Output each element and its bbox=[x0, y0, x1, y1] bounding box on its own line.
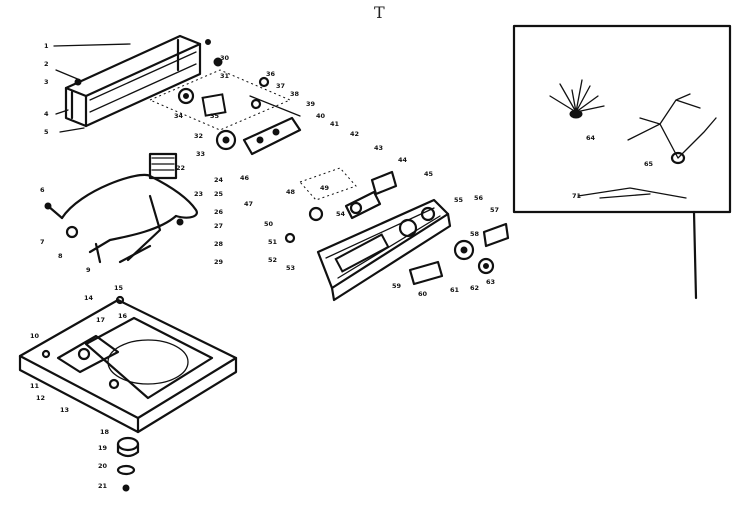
control-console bbox=[299, 167, 452, 302]
timer-switch-group bbox=[148, 57, 302, 156]
part-label: 8 bbox=[58, 252, 63, 260]
part-label: 62 bbox=[470, 284, 479, 292]
part-label: 6 bbox=[40, 186, 45, 194]
part-label: 12 bbox=[36, 394, 45, 402]
part-label: 37 bbox=[276, 82, 285, 90]
part-label: 49 bbox=[320, 184, 330, 192]
part-label: 26 bbox=[214, 208, 224, 216]
part-label: 13 bbox=[60, 406, 69, 414]
part-label: 53 bbox=[286, 264, 295, 272]
part-label: 20 bbox=[98, 462, 108, 470]
part-label: 61 bbox=[450, 286, 460, 294]
part-label: 54 bbox=[336, 210, 346, 218]
part-label: 41 bbox=[330, 120, 340, 128]
part-label: 51 bbox=[268, 238, 278, 246]
part-label: 36 bbox=[266, 70, 276, 78]
top-mark: T bbox=[374, 3, 385, 22]
part-label: 47 bbox=[244, 200, 253, 208]
part-label: 35 bbox=[210, 112, 220, 120]
part-label: 10 bbox=[30, 332, 40, 340]
part-label: 42 bbox=[350, 130, 359, 138]
inset-panel bbox=[512, 24, 732, 300]
part-label: 59 bbox=[392, 282, 402, 290]
part-label: 30 bbox=[220, 54, 230, 62]
part-label: 5 bbox=[44, 128, 49, 136]
part-label: 50 bbox=[264, 220, 274, 228]
part-label: 23 bbox=[194, 190, 203, 198]
part-label: 40 bbox=[316, 112, 326, 120]
backsplash-panel bbox=[53, 34, 211, 133]
part-label: 21 bbox=[98, 482, 108, 490]
part-label: 17 bbox=[96, 316, 105, 324]
part-label: 58 bbox=[470, 230, 480, 238]
part-label: 52 bbox=[268, 256, 277, 264]
part-label: 28 bbox=[214, 240, 224, 248]
part-label: 31 bbox=[220, 72, 230, 80]
part-label: 29 bbox=[214, 258, 224, 266]
part-label: 24 bbox=[214, 176, 224, 184]
inset-label-65: 65 bbox=[644, 160, 654, 168]
part-label: 1 bbox=[44, 42, 49, 50]
washer-top-frame bbox=[18, 295, 238, 434]
part-label: 11 bbox=[30, 382, 40, 390]
part-label: 63 bbox=[486, 278, 495, 286]
part-label: 4 bbox=[44, 110, 49, 118]
part-label: 46 bbox=[240, 174, 250, 182]
part-label: 56 bbox=[474, 194, 484, 202]
part-label: 32 bbox=[194, 132, 203, 140]
part-label: 25 bbox=[214, 190, 224, 198]
lid-switch-stack bbox=[116, 436, 140, 492]
inset-label-71: 71 bbox=[572, 192, 582, 200]
part-label: 3 bbox=[44, 78, 49, 86]
part-label: 38 bbox=[290, 90, 300, 98]
part-label: 33 bbox=[196, 150, 205, 158]
part-label: 27 bbox=[214, 222, 223, 230]
part-label: 19 bbox=[98, 444, 108, 452]
part-label: 60 bbox=[418, 290, 428, 298]
part-label: 2 bbox=[44, 60, 49, 68]
part-label: 18 bbox=[100, 428, 110, 436]
part-label: 39 bbox=[306, 100, 316, 108]
part-label: 44 bbox=[398, 156, 408, 164]
part-label: 15 bbox=[114, 284, 124, 292]
control-knobs bbox=[284, 206, 510, 286]
part-label: 22 bbox=[176, 164, 185, 172]
part-label: 9 bbox=[86, 266, 91, 274]
part-label: 7 bbox=[40, 238, 45, 246]
part-label: 16 bbox=[118, 312, 128, 320]
wiring-harness bbox=[44, 152, 198, 264]
part-label: 34 bbox=[174, 112, 184, 120]
part-label: 14 bbox=[84, 294, 94, 302]
part-label: 57 bbox=[490, 206, 499, 214]
part-label: 55 bbox=[454, 196, 464, 204]
part-label: 45 bbox=[424, 170, 434, 178]
part-label: 48 bbox=[286, 188, 296, 196]
inset-label-64: 64 bbox=[586, 134, 596, 142]
part-label: 43 bbox=[374, 144, 383, 152]
